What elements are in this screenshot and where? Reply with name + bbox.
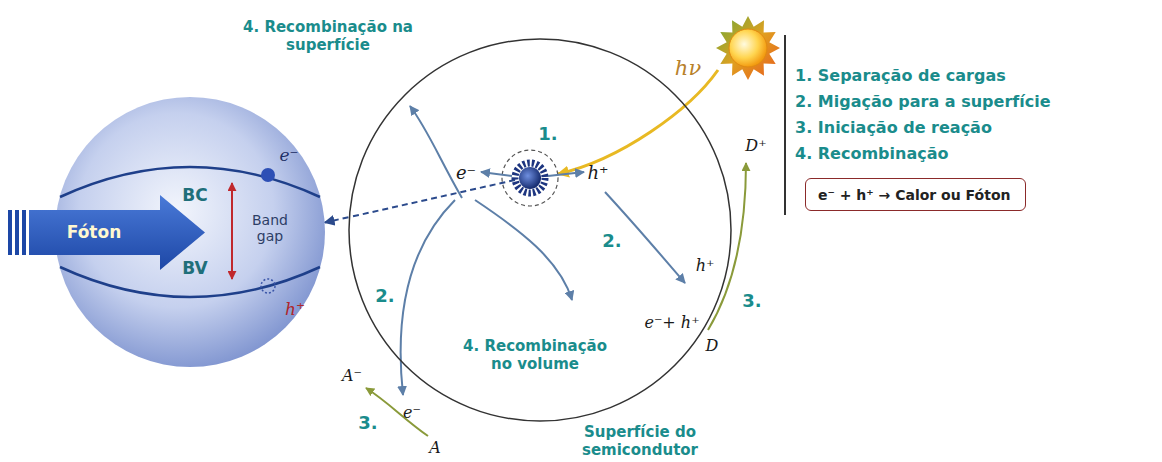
equation-box: e⁻ + h⁺ → Calor ou Fóton xyxy=(805,178,1026,211)
hole-label: h⁺ xyxy=(587,162,608,183)
light-beam xyxy=(558,70,718,174)
step-list-item: 3. Iniciação de reação xyxy=(795,118,992,137)
species-label: D xyxy=(706,336,719,355)
callout-number: 3. xyxy=(358,412,377,433)
step-label: 4. Recombinação no volume xyxy=(450,337,620,373)
step-list-item: 4. Recombinação xyxy=(795,144,949,163)
band-gap-label: Band gap xyxy=(246,212,294,244)
excitation-halo xyxy=(502,150,558,206)
step-label: 4. Recombinação na superfície xyxy=(243,18,413,54)
electron-dot xyxy=(261,168,275,182)
hole-circle xyxy=(261,279,275,293)
band-label: BV xyxy=(182,258,207,278)
callout-number: 2. xyxy=(602,230,621,251)
hole-label: h⁺ xyxy=(285,299,305,319)
arrow-stripe xyxy=(22,210,26,255)
excitation-connector xyxy=(325,217,349,222)
recombination-label: e⁻+ h⁺ xyxy=(644,313,699,332)
surface-label: Superfície do semicondutor xyxy=(565,423,715,459)
electron-label: e⁻ xyxy=(456,162,476,183)
excitation-core xyxy=(519,167,541,189)
callout-number: 1. xyxy=(538,123,557,144)
semiconductor-particle: 4. Recombinação no volume xyxy=(348,38,732,422)
migration-arrow xyxy=(475,200,572,300)
separation-arrow xyxy=(481,172,512,176)
equation-text: e⁻ + h⁺ → Calor ou Fóton xyxy=(818,187,1010,203)
species-label: A xyxy=(429,438,441,457)
arrow-stripe xyxy=(8,210,12,255)
panel-divider xyxy=(784,35,786,215)
electron-label: e⁻ xyxy=(279,145,298,165)
photon-energy: hν xyxy=(675,56,701,80)
step-list-item: 1. Separação de cargas xyxy=(795,66,1006,85)
arrow-body xyxy=(29,195,205,270)
sun-core xyxy=(729,29,767,67)
hole-label: h⁺ xyxy=(696,256,715,275)
callout-number: 2. xyxy=(375,285,394,306)
migration-arrow xyxy=(410,106,462,198)
callout-number: 3. xyxy=(742,290,761,311)
separation-arrow xyxy=(548,172,584,176)
particle-outline xyxy=(349,39,731,421)
photon-arrow: Fóton xyxy=(8,195,205,270)
band-label: BC xyxy=(182,185,207,205)
excitation-spikes xyxy=(515,163,545,193)
photon-label: Fóton xyxy=(67,222,122,242)
electron-label: e⁻ xyxy=(403,403,421,422)
migration-arrow xyxy=(401,200,455,395)
species-label: A⁻ xyxy=(342,366,362,385)
species-label: D⁺ xyxy=(745,136,766,155)
arrow-stripe xyxy=(15,210,19,255)
sun-rays xyxy=(716,16,780,80)
step-list-item: 2. Migação para a superfície xyxy=(795,92,1051,111)
band-gap-arrow xyxy=(231,183,233,279)
